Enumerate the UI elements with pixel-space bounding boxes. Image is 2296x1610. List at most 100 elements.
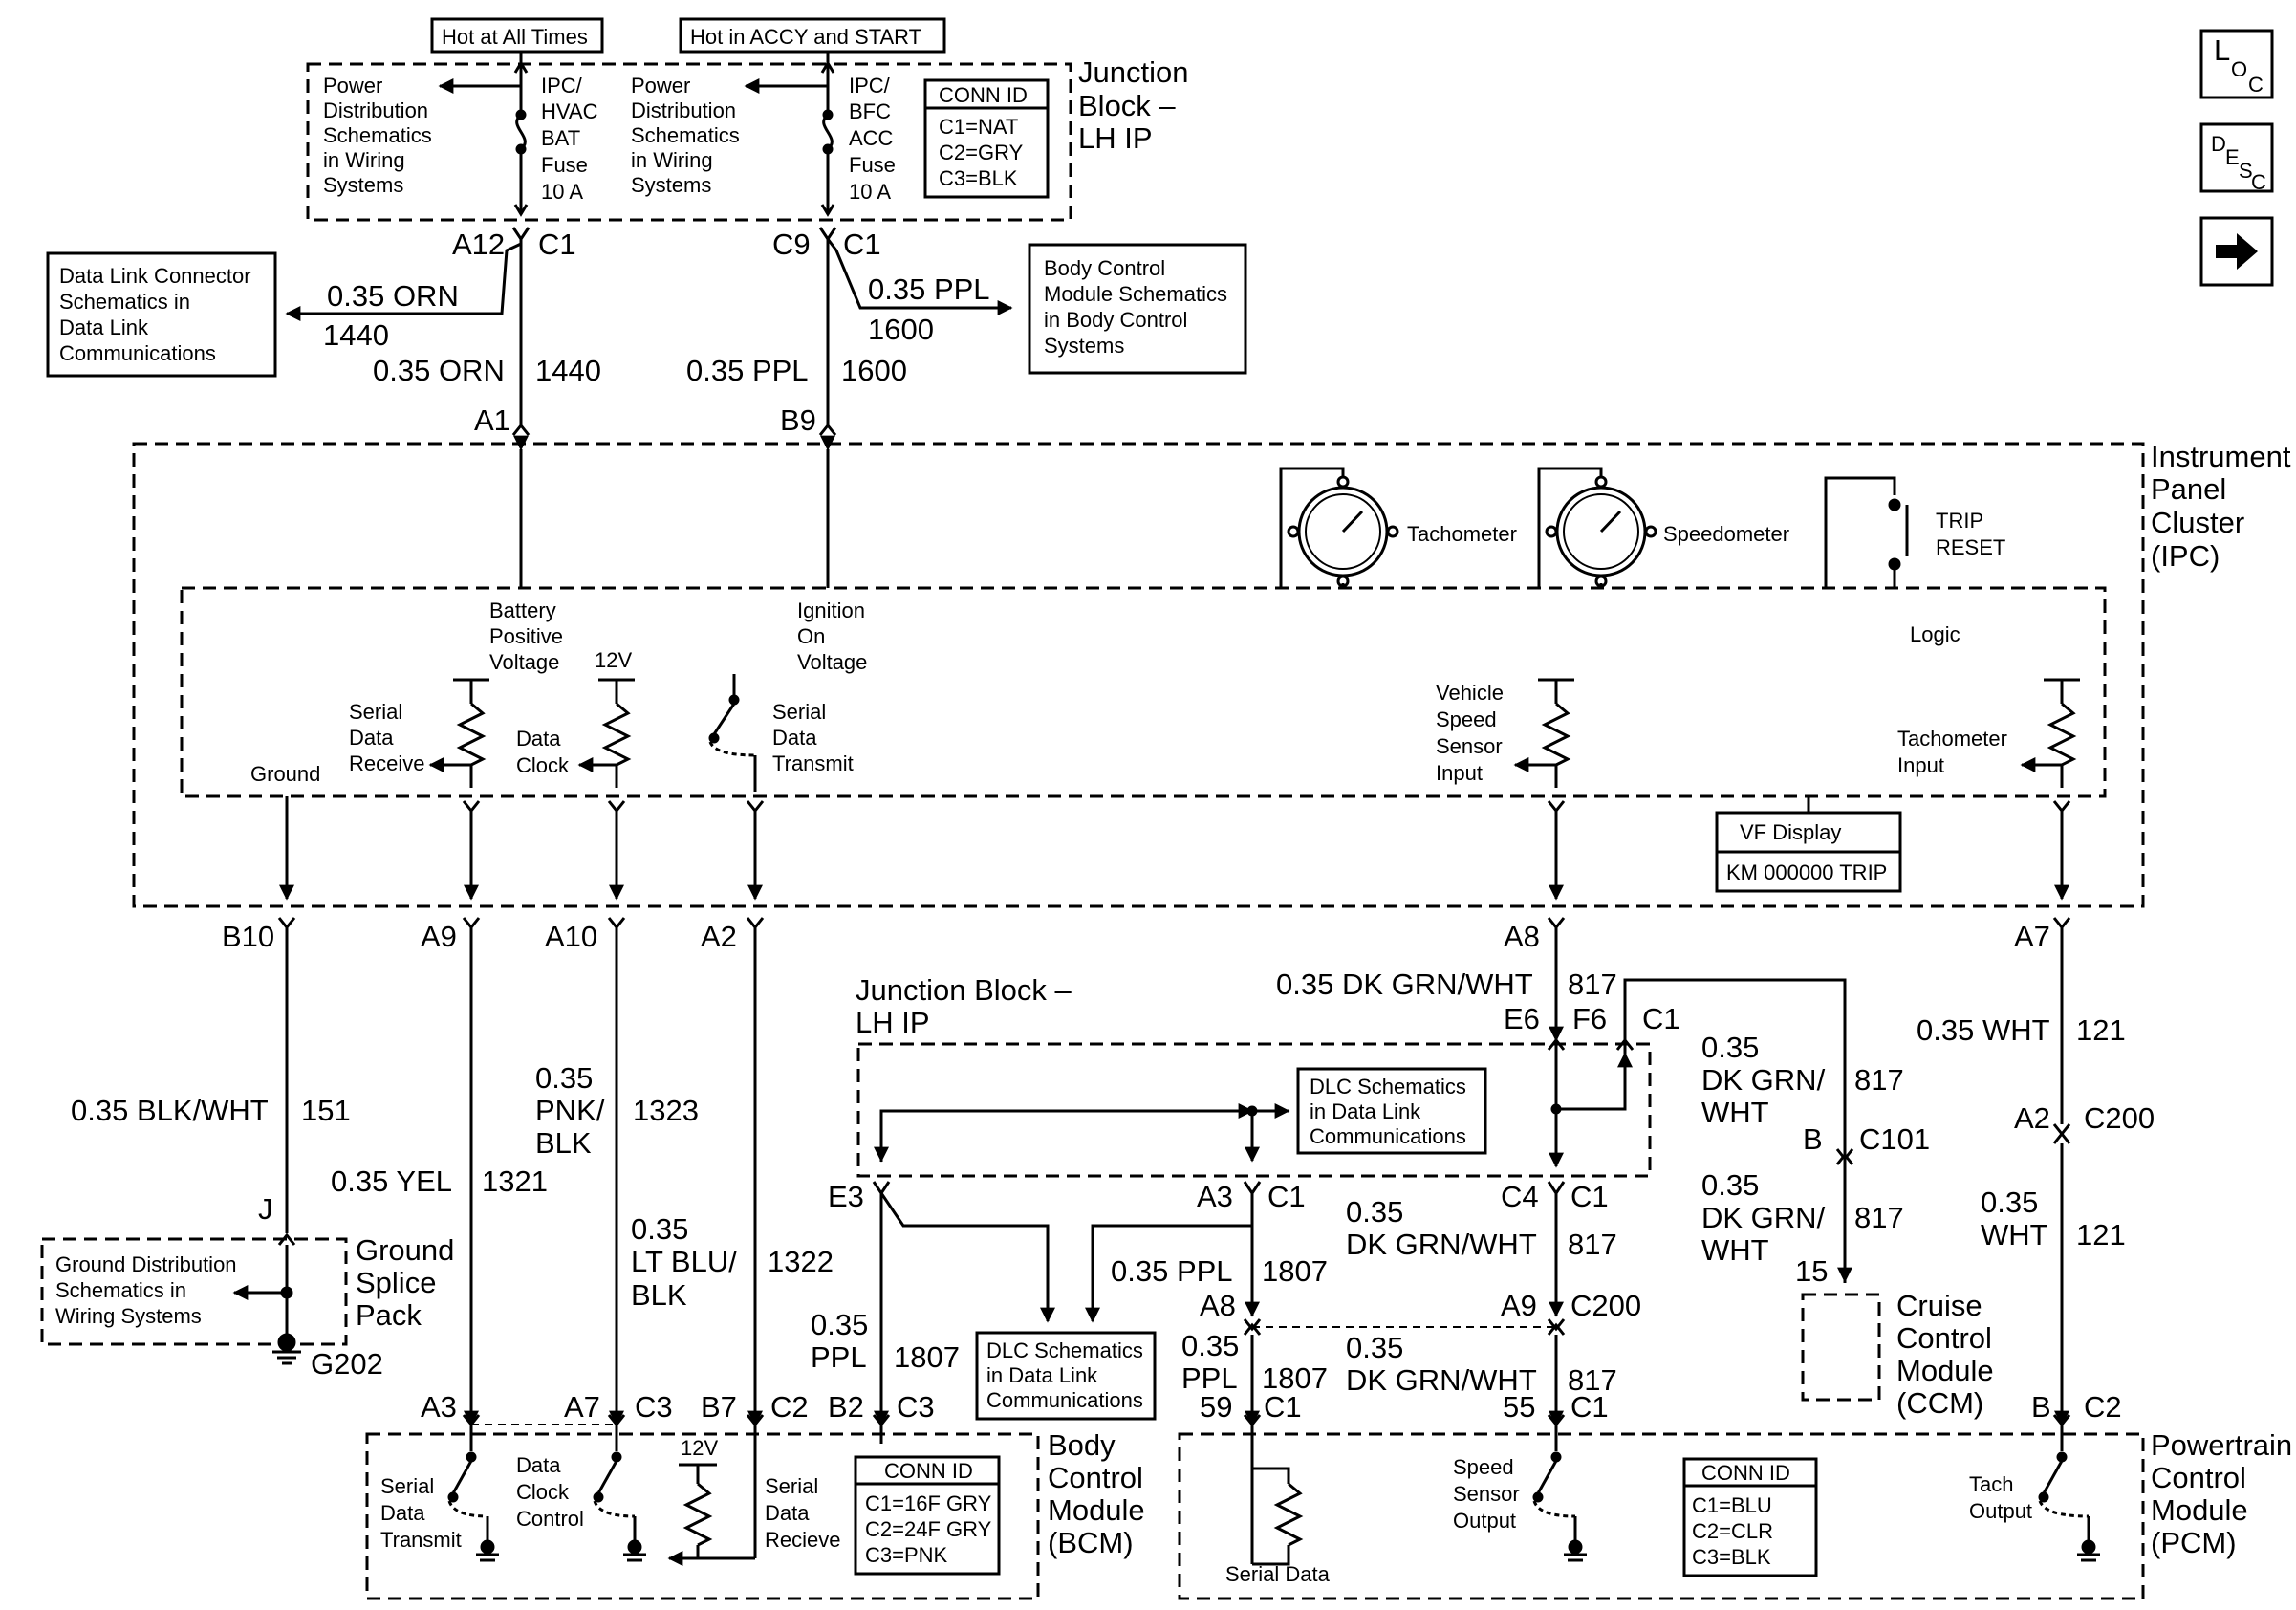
svg-text:Output: Output bbox=[1453, 1509, 1516, 1533]
svg-text:C1: C1 bbox=[1264, 1390, 1302, 1424]
svg-text:IPC/: IPC/ bbox=[849, 74, 891, 98]
svg-text:Tach: Tach bbox=[1969, 1472, 2013, 1496]
svg-text:Module Schematics: Module Schematics bbox=[1044, 282, 1227, 306]
svg-text:Systems: Systems bbox=[323, 173, 403, 197]
svg-text:DK GRN/: DK GRN/ bbox=[1701, 1201, 1826, 1234]
svg-text:0.35: 0.35 bbox=[631, 1212, 688, 1246]
svg-text:Transmit: Transmit bbox=[380, 1528, 462, 1552]
svg-text:DLC Schematics: DLC Schematics bbox=[1310, 1075, 1466, 1099]
svg-text:C1: C1 bbox=[1570, 1180, 1609, 1213]
svg-text:A3: A3 bbox=[421, 1390, 457, 1424]
connector-j bbox=[277, 1232, 296, 1246]
svg-text:59: 59 bbox=[1200, 1390, 1232, 1424]
svg-text:Vehicle: Vehicle bbox=[1436, 681, 1504, 705]
svg-text:IPC/: IPC/ bbox=[541, 74, 583, 98]
svg-text:0.35: 0.35 bbox=[811, 1308, 868, 1341]
svg-text:B: B bbox=[1803, 1122, 1823, 1156]
ipc-tach-input-resistor bbox=[2020, 678, 2080, 814]
svg-text:Systems: Systems bbox=[1044, 334, 1124, 358]
svg-text:Data: Data bbox=[349, 726, 394, 750]
svg-text:Cruise: Cruise bbox=[1896, 1289, 1982, 1322]
svg-text:Module: Module bbox=[1048, 1493, 1145, 1527]
svg-text:0.35 DK GRN/WHT: 0.35 DK GRN/WHT bbox=[1276, 968, 1533, 1001]
conn-id-box-top: CONN ID C1=NAT C2=GRY C3=BLK bbox=[923, 78, 1050, 199]
svg-text:C1: C1 bbox=[1642, 1002, 1680, 1035]
svg-text:Systems: Systems bbox=[631, 173, 711, 197]
svg-text:Fuse: Fuse bbox=[541, 153, 588, 177]
svg-text:Sensor: Sensor bbox=[1436, 734, 1503, 758]
svg-text:Distribution: Distribution bbox=[323, 98, 428, 122]
svg-text:Data: Data bbox=[765, 1501, 810, 1525]
svg-text:Clock: Clock bbox=[516, 1480, 570, 1504]
svg-text:121: 121 bbox=[2076, 1013, 2126, 1047]
pcm-top-pins: 59 C1 55 C1 B C2 bbox=[1200, 1390, 2122, 1424]
speedometer-gauge-icon bbox=[1537, 467, 1657, 588]
svg-text:C2=24F GRY: C2=24F GRY bbox=[865, 1517, 992, 1541]
svg-text:Power: Power bbox=[323, 74, 382, 98]
svg-text:B: B bbox=[2031, 1390, 2051, 1424]
svg-text:0.35 PPL: 0.35 PPL bbox=[686, 354, 809, 387]
svg-text:DK GRN/WHT: DK GRN/WHT bbox=[1346, 1228, 1537, 1261]
wire-1807-labels: 0.35 PPL 1807 0.35 PPL 1807 0.35 PPL 180… bbox=[811, 1254, 1328, 1395]
hot-at-all-times-box: Hot at All Times bbox=[430, 17, 604, 54]
trip-reset-switch-icon bbox=[1824, 476, 1909, 588]
svg-text:15: 15 bbox=[1795, 1254, 1828, 1288]
svg-text:C9: C9 bbox=[772, 228, 811, 261]
junction-block-2-title: Junction Block – LH IP bbox=[856, 973, 1072, 1039]
svg-text:TRIP: TRIP bbox=[1936, 509, 1983, 533]
svg-text:Wiring Systems: Wiring Systems bbox=[55, 1304, 202, 1328]
pcm-tach-output-switch bbox=[2038, 1410, 2100, 1562]
ipc-bpv-label: Battery Positive Voltage bbox=[489, 598, 563, 674]
svg-text:Serial: Serial bbox=[765, 1474, 818, 1498]
svg-text:C2: C2 bbox=[2084, 1390, 2122, 1424]
svg-text:Pack: Pack bbox=[356, 1298, 422, 1332]
svg-text:55: 55 bbox=[1503, 1390, 1535, 1424]
svg-text:1600: 1600 bbox=[868, 313, 934, 346]
dlc-schematic-box-2: DLC Schematics in Data Link Communicatio… bbox=[1296, 1067, 1487, 1155]
svg-text:1321: 1321 bbox=[482, 1164, 548, 1198]
svg-text:0.35 YEL: 0.35 YEL bbox=[331, 1164, 452, 1198]
svg-text:Communications: Communications bbox=[1310, 1124, 1466, 1148]
svg-text:RESET: RESET bbox=[1936, 535, 2005, 559]
loc-icon[interactable]: L O C bbox=[2199, 29, 2274, 99]
svg-text:PPL: PPL bbox=[811, 1340, 867, 1374]
ground-splice-pack-title: Ground Splice Pack bbox=[356, 1233, 454, 1332]
ground-g202-icon bbox=[272, 1333, 301, 1365]
svg-text:Voltage: Voltage bbox=[797, 650, 867, 674]
bcm-title: Body Control Module (BCM) bbox=[1048, 1428, 1145, 1559]
bcm-top-pins: A3 A7 C3 B7 C2 B2 C3 bbox=[421, 1390, 935, 1424]
power-dist-label-2: Power Distribution Schematics in Wiring … bbox=[631, 74, 740, 197]
pcm-box bbox=[1178, 1432, 2145, 1600]
svg-text:Schematics: Schematics bbox=[631, 123, 740, 147]
fuse-label-2: IPC/ BFC ACC Fuse 10 A bbox=[849, 74, 896, 204]
svg-text:C200: C200 bbox=[2084, 1101, 2155, 1135]
ipc-data-clock-resistor bbox=[577, 678, 635, 814]
svg-text:Hot in ACCY and START: Hot in ACCY and START bbox=[690, 25, 921, 49]
svg-text:CONN ID: CONN ID bbox=[1701, 1461, 1790, 1485]
svg-text:Module: Module bbox=[2151, 1493, 2248, 1527]
svg-text:Data: Data bbox=[516, 1453, 561, 1477]
svg-text:0.35 WHT: 0.35 WHT bbox=[1917, 1013, 2050, 1047]
svg-text:Ground Distribution: Ground Distribution bbox=[55, 1252, 237, 1276]
fuse-ipc-bfc-acc bbox=[744, 53, 835, 217]
pcm-tach-output-label: Tach Output bbox=[1969, 1472, 2032, 1523]
svg-text:C1=BLU: C1=BLU bbox=[1692, 1493, 1772, 1517]
ipc-vss-resistor bbox=[1513, 678, 1574, 814]
svg-text:Data Link: Data Link bbox=[59, 315, 149, 339]
svg-text:A7: A7 bbox=[564, 1390, 600, 1424]
svg-text:A7: A7 bbox=[2014, 920, 2050, 953]
svg-text:Communications: Communications bbox=[986, 1388, 1143, 1412]
svg-text:DK GRN/WHT: DK GRN/WHT bbox=[1346, 1363, 1537, 1397]
bcm-top-connectors bbox=[462, 1414, 891, 1427]
svg-text:PNK/: PNK/ bbox=[535, 1094, 605, 1127]
right-arrow-icon[interactable] bbox=[2199, 216, 2274, 287]
ipc-serial-transmit-switch bbox=[708, 674, 765, 814]
svg-text:PPL: PPL bbox=[1181, 1361, 1238, 1395]
svg-text:C1: C1 bbox=[538, 228, 576, 261]
ccm-title: Cruise Control Module (CCM) bbox=[1896, 1289, 1994, 1420]
svg-text:Control: Control bbox=[1896, 1321, 1992, 1355]
svg-text:121: 121 bbox=[2076, 1218, 2126, 1251]
svg-text:Powertrain: Powertrain bbox=[2151, 1428, 2292, 1462]
desc-icon[interactable]: D E S C bbox=[2199, 122, 2274, 194]
svg-text:BAT: BAT bbox=[541, 126, 580, 150]
